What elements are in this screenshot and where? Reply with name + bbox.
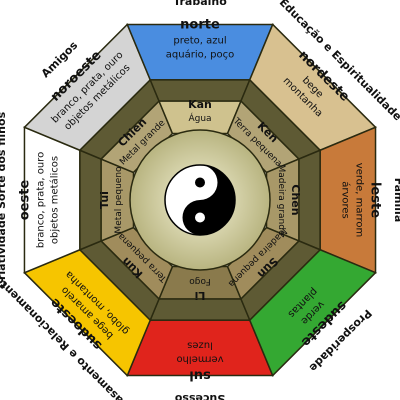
yin-yang-icon [164, 164, 236, 236]
area-label-south: Sucesso [174, 392, 225, 400]
material-label-north: aquário, poço [166, 49, 234, 61]
colors-label-west: branco, prata, ouro [36, 152, 47, 248]
center-circle [129, 129, 271, 271]
direction-label-north: norte [180, 18, 220, 33]
trigram-label-east: Chen [289, 184, 302, 215]
trigram-label-north: Kan [188, 98, 212, 111]
trigram-label-west: Tui [98, 191, 111, 209]
direction-label-south: sul [189, 367, 210, 382]
material-label-south: luzes [187, 340, 213, 351]
direction-label-west: oeste [18, 180, 33, 221]
element-label-north: Água [188, 112, 211, 124]
colors-label-east: verde, marrom [354, 163, 365, 237]
element-label-west: Metal pequeno [114, 166, 124, 234]
area-label-east: Família [392, 178, 400, 223]
area-label-west: Criatividade Sorte dos filhos [0, 111, 8, 288]
colors-label-north: preto, azul [173, 36, 226, 47]
element-label-east: Madeira grande [276, 165, 286, 236]
direction-label-east: leste [367, 182, 382, 218]
trigram-label-south: Li [195, 289, 206, 302]
material-label-west: objetos metálicos [49, 156, 61, 244]
colors-label-south: vermelho [176, 354, 223, 365]
element-label-south: Fogo [189, 276, 211, 286]
area-label-north: Trabalho [173, 0, 227, 8]
sector-southeast-inner [226, 226, 301, 301]
material-label-east: árvores [340, 181, 352, 219]
